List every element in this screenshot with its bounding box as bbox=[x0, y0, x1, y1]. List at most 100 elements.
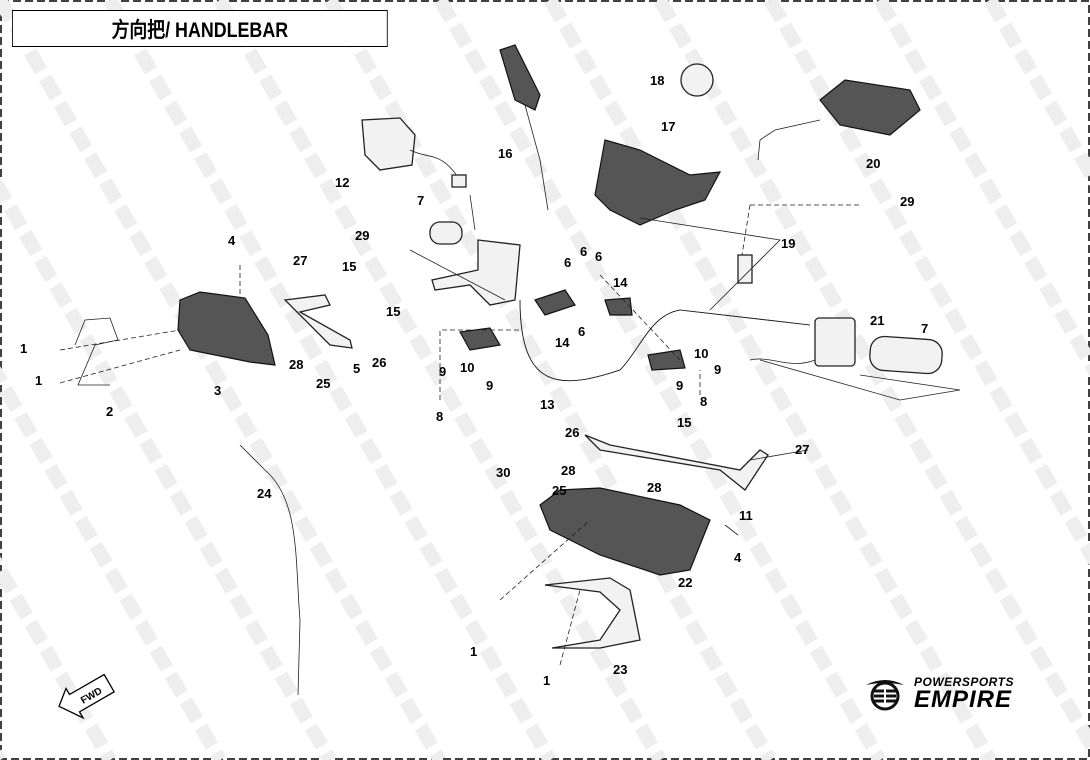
watermark-band bbox=[0, 176, 337, 760]
watermark-band bbox=[0, 366, 227, 760]
watermark-band bbox=[103, 0, 557, 760]
callout-11: 11 bbox=[739, 508, 753, 523]
callout-15: 15 bbox=[386, 304, 400, 319]
part-throttle-grip bbox=[869, 335, 943, 375]
part-clamp-lower-right bbox=[647, 349, 686, 371]
callout-26: 26 bbox=[565, 425, 579, 440]
callout-7: 7 bbox=[417, 193, 424, 208]
watermark-band bbox=[433, 0, 887, 760]
parts bbox=[59, 44, 961, 696]
callout-10: 10 bbox=[460, 360, 474, 375]
part-switch-wire bbox=[749, 358, 816, 364]
callout-14: 14 bbox=[555, 335, 570, 350]
part-right-handguard bbox=[539, 487, 711, 576]
callout-3: 3 bbox=[214, 383, 221, 398]
callout-28: 28 bbox=[289, 357, 303, 372]
callout-23: 23 bbox=[613, 662, 627, 677]
callout-24: 24 bbox=[257, 486, 272, 501]
callout-28: 28 bbox=[561, 463, 575, 478]
callout-25: 25 bbox=[316, 376, 330, 391]
callout-26: 26 bbox=[372, 355, 386, 370]
part-guard-bracket-right bbox=[584, 434, 769, 491]
callout-29: 29 bbox=[355, 228, 369, 243]
callout-19: 19 bbox=[781, 236, 795, 251]
callout-15: 15 bbox=[342, 259, 356, 274]
watermark-band bbox=[323, 0, 777, 760]
callout-6: 6 bbox=[595, 249, 602, 264]
part-grip-left bbox=[429, 221, 463, 245]
callout-17: 17 bbox=[661, 119, 675, 134]
callout-1: 1 bbox=[470, 644, 477, 659]
callout-21: 21 bbox=[870, 313, 884, 328]
callout-10: 10 bbox=[694, 346, 708, 361]
callout-6: 6 bbox=[580, 244, 587, 259]
page-title: 方向把/ HANDLEBAR bbox=[12, 10, 388, 47]
callout-4: 4 bbox=[734, 550, 742, 565]
empire-wings-icon bbox=[866, 680, 904, 711]
callout-29: 29 bbox=[900, 194, 914, 209]
callout-9: 9 bbox=[486, 378, 493, 393]
watermark-band bbox=[0, 556, 117, 760]
callout-30: 30 bbox=[496, 465, 510, 480]
callout-12: 12 bbox=[335, 175, 349, 190]
callout-16: 16 bbox=[498, 146, 512, 161]
callout-9: 9 bbox=[714, 362, 721, 377]
part-left-mirror bbox=[499, 44, 541, 111]
part-right-switch bbox=[814, 317, 856, 367]
part-handlebar bbox=[519, 299, 811, 382]
callout-27: 27 bbox=[795, 442, 809, 457]
callout-8: 8 bbox=[436, 409, 443, 424]
part-master-cylinder bbox=[361, 117, 416, 171]
fwd-arrow-icon bbox=[58, 673, 116, 720]
part-clamp-lower-left bbox=[459, 327, 501, 351]
watermark-band bbox=[653, 0, 1090, 757]
part-right-mirror bbox=[819, 79, 921, 136]
brand-logo: POWERSPORTS EMPIRE bbox=[862, 676, 1014, 712]
callout-27: 27 bbox=[293, 253, 307, 268]
leader-dashes bbox=[59, 204, 860, 666]
callout-13: 13 bbox=[540, 397, 554, 412]
part-throttle-cable bbox=[239, 444, 301, 696]
callout-4: 4 bbox=[228, 233, 236, 248]
part-bracket bbox=[737, 254, 753, 284]
part-clamp-upper bbox=[534, 289, 576, 316]
callout-9: 9 bbox=[676, 378, 683, 393]
watermark-band bbox=[763, 0, 1090, 567]
part-brake-wire bbox=[409, 149, 461, 181]
part-headlight-cover bbox=[594, 139, 722, 226]
part-guard-bracket-left bbox=[283, 294, 353, 349]
callout-6: 6 bbox=[578, 324, 585, 339]
part-cap bbox=[680, 63, 714, 97]
callout-15: 15 bbox=[677, 415, 691, 430]
part-clutch-lever bbox=[431, 239, 521, 306]
part-mirror-stem bbox=[524, 104, 549, 211]
callout-8: 8 bbox=[700, 394, 707, 409]
callout-22: 22 bbox=[678, 575, 692, 590]
callout-9: 9 bbox=[439, 364, 446, 379]
callout-2: 2 bbox=[106, 404, 113, 419]
watermark-band bbox=[543, 0, 997, 760]
callout-25: 25 bbox=[552, 483, 566, 498]
callout-1: 1 bbox=[543, 673, 550, 688]
logo-line2: EMPIRE bbox=[914, 686, 1013, 713]
callout-7: 7 bbox=[921, 321, 928, 336]
callout-14: 14 bbox=[613, 275, 628, 290]
callout-20: 20 bbox=[866, 156, 880, 171]
part-right-trim bbox=[544, 577, 641, 649]
callout-6: 6 bbox=[564, 255, 571, 270]
part-left-handguard bbox=[177, 291, 276, 366]
watermark-band bbox=[0, 0, 447, 760]
fwd-arrow: FWD bbox=[58, 673, 116, 720]
logo-line1: POWERSPORTS bbox=[914, 675, 1014, 689]
callout-1: 1 bbox=[20, 341, 27, 356]
callout-28: 28 bbox=[647, 480, 661, 495]
callout-5: 5 bbox=[353, 361, 360, 376]
part-clamp-upper-right bbox=[604, 297, 633, 316]
leader-lines bbox=[409, 194, 961, 536]
part-right-mirror-stem bbox=[757, 119, 821, 161]
part-switch bbox=[451, 174, 467, 188]
callout-18: 18 bbox=[650, 73, 664, 88]
callout-1: 1 bbox=[35, 373, 42, 388]
